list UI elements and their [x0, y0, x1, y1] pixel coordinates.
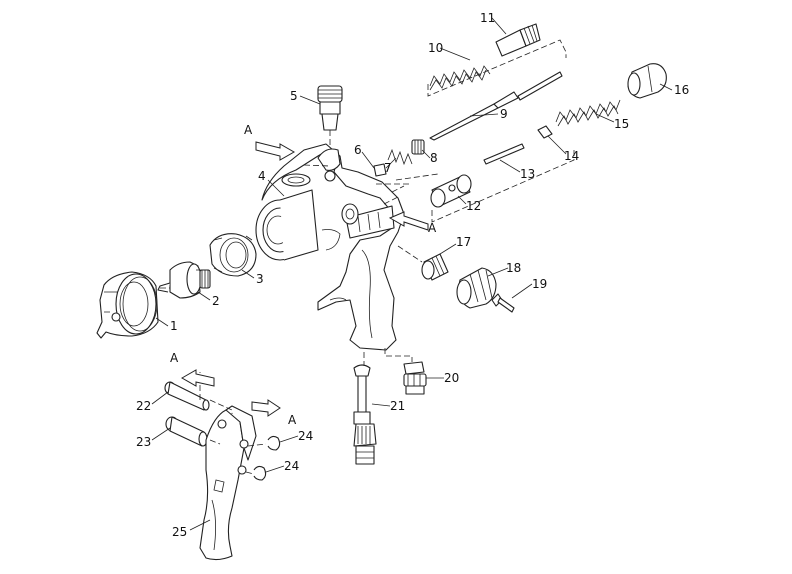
callout-9: 9 — [500, 107, 508, 121]
view-marker-a1: A — [244, 123, 253, 137]
callout-7: 7 — [384, 161, 392, 175]
view-arrow-a4 — [251, 399, 281, 417]
part-20-air-inlet — [403, 361, 427, 395]
part-4-gun-body — [255, 143, 405, 351]
part-2-fluid-nozzle — [157, 261, 211, 299]
callout-11: 11 — [480, 11, 495, 25]
part-13-air-valve-stem — [483, 143, 525, 165]
part-18-fan-control-knob — [456, 267, 497, 309]
callout-5: 5 — [290, 89, 298, 103]
part-5-cup-adapter — [317, 85, 343, 131]
part-24-e-clip-bottom — [253, 465, 267, 481]
part-16-air-valve-cap — [627, 63, 667, 99]
callout-25: 25 — [172, 525, 187, 539]
callout-10: 10 — [428, 41, 443, 55]
callout-22: 22 — [136, 399, 151, 413]
callout-labels: 1 2 3 4 5 6 7 8 9 10 11 12 13 14 15 16 1… — [136, 11, 689, 539]
callout-6: 6 — [354, 143, 362, 157]
part-1-air-cap — [96, 271, 159, 339]
callout-14: 14 — [564, 149, 579, 163]
callout-2: 2 — [212, 294, 220, 308]
part-6-packing — [373, 163, 387, 177]
callout-13: 13 — [520, 167, 535, 181]
part-15-air-valve-spring — [555, 99, 621, 127]
view-marker-a2: A — [428, 221, 437, 235]
leader-lines — [151, 17, 673, 531]
view-arrow-a2 — [388, 211, 429, 231]
view-arrow-a1 — [255, 141, 296, 161]
callout-15: 15 — [614, 117, 629, 131]
part-7-spring — [387, 148, 413, 166]
callout-12: 12 — [466, 199, 481, 213]
part-17-fan-control-body — [421, 253, 449, 281]
callout-17: 17 — [456, 235, 471, 249]
callout-4: 4 — [258, 169, 266, 183]
callout-3: 3 — [256, 272, 264, 286]
callout-21: 21 — [390, 399, 405, 413]
part-14-valve-seal — [537, 125, 553, 139]
callout-18: 18 — [506, 261, 521, 275]
callout-20: 20 — [444, 371, 459, 385]
view-marker-labels: A A A A — [170, 123, 437, 427]
part-21-air-adjust-valve — [353, 364, 377, 465]
part-10-needle-spring — [429, 65, 491, 91]
part-8-packing-nut — [411, 139, 425, 155]
part-23-trigger-stud — [165, 416, 208, 447]
callout-19: 19 — [532, 277, 547, 291]
callout-24-bottom: 24 — [284, 459, 299, 473]
callout-8: 8 — [430, 151, 438, 165]
callout-1: 1 — [170, 319, 178, 333]
assembly-guide-lines — [160, 39, 575, 475]
callout-24-top: 24 — [298, 429, 313, 443]
part-24-e-clip-top — [267, 435, 281, 451]
view-arrow-a3 — [180, 369, 215, 387]
callout-16: 16 — [674, 83, 689, 97]
part-25-trigger — [199, 405, 257, 561]
view-marker-a4: A — [288, 413, 297, 427]
part-9-fluid-needle — [429, 71, 563, 141]
view-marker-a3: A — [170, 351, 179, 365]
part-19-screw — [491, 293, 515, 313]
part-11-needle-adjust-knob — [495, 23, 541, 57]
part-3-retainer-ring — [209, 233, 257, 277]
part-12-air-valve-housing — [430, 174, 472, 208]
callout-23: 23 — [136, 435, 151, 449]
part-22-trigger-pin — [164, 381, 210, 411]
